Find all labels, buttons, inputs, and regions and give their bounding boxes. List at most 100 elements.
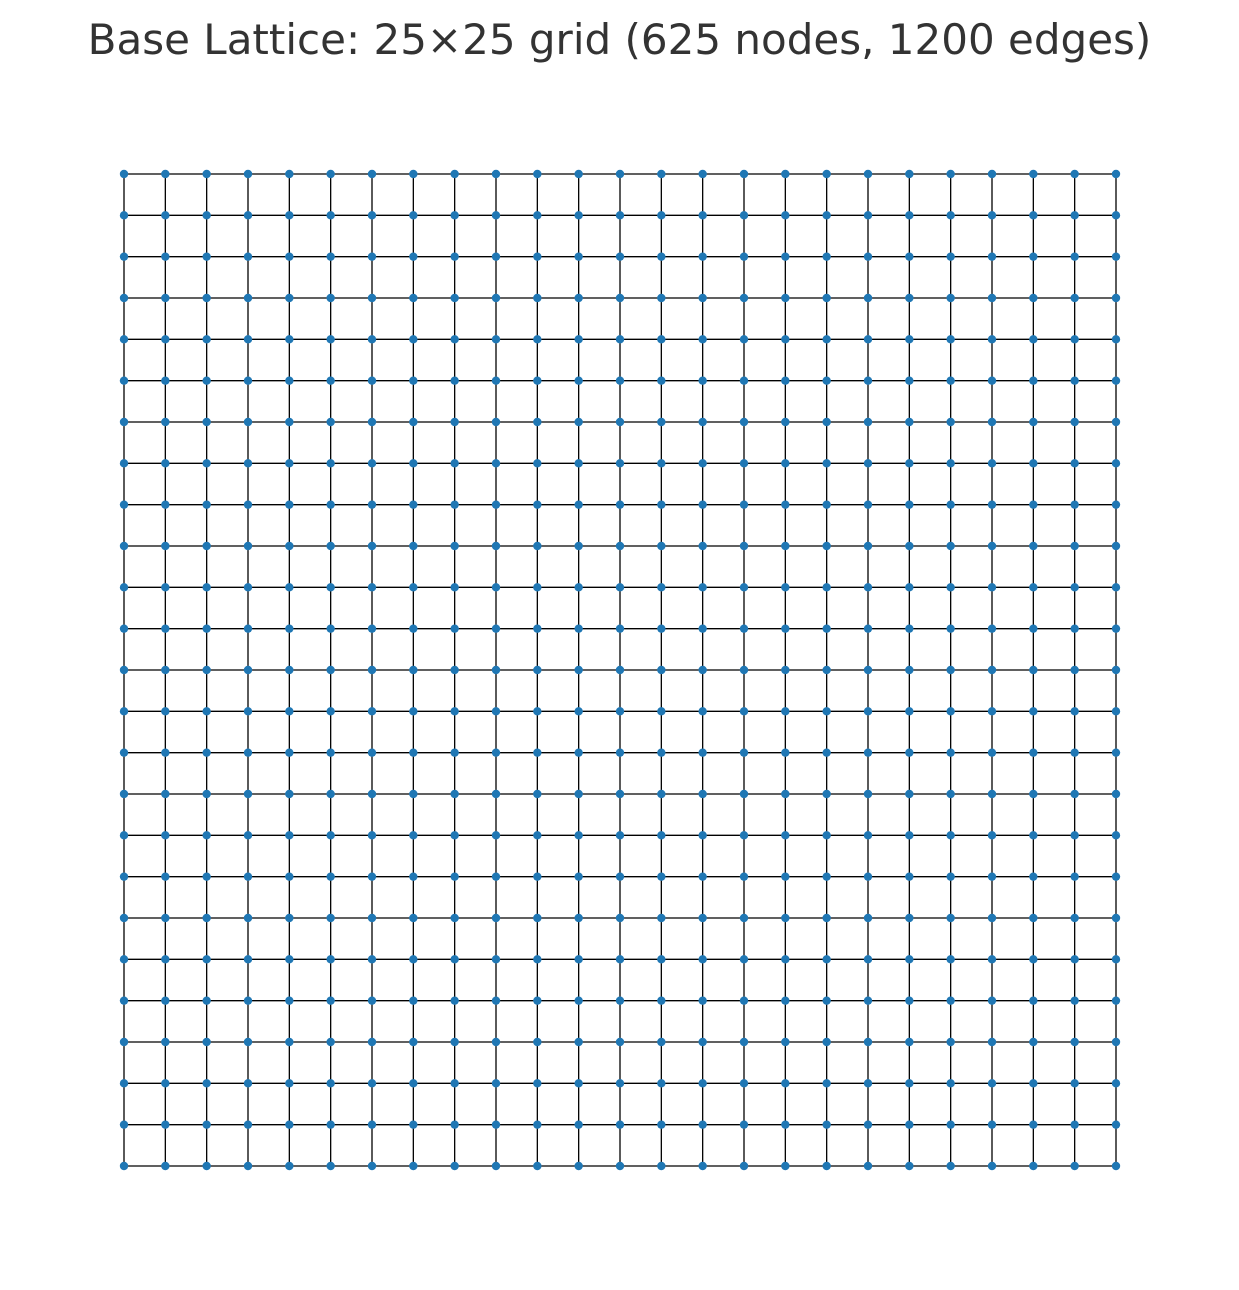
lattice-node bbox=[946, 1037, 955, 1047]
lattice-node bbox=[450, 335, 459, 344]
lattice-node bbox=[781, 872, 790, 881]
lattice-node bbox=[202, 1037, 211, 1047]
lattice-node bbox=[657, 293, 666, 303]
lattice-node bbox=[243, 211, 253, 220]
lattice-node bbox=[987, 996, 997, 1005]
lattice-node bbox=[1111, 913, 1121, 923]
lattice-node bbox=[615, 955, 625, 964]
lattice-node bbox=[1070, 624, 1079, 633]
lattice-node bbox=[905, 624, 914, 633]
lattice-node bbox=[326, 913, 335, 923]
lattice-node bbox=[285, 913, 294, 923]
lattice-node bbox=[161, 252, 170, 261]
lattice-node bbox=[987, 541, 997, 551]
lattice-node bbox=[326, 1079, 335, 1088]
lattice-node bbox=[243, 748, 253, 757]
lattice-node bbox=[946, 1120, 955, 1129]
lattice-node bbox=[698, 252, 707, 261]
lattice-node bbox=[409, 211, 418, 220]
lattice-node bbox=[285, 1120, 294, 1129]
lattice-node bbox=[1070, 417, 1079, 427]
lattice-node bbox=[243, 335, 253, 344]
lattice-node bbox=[863, 707, 873, 716]
lattice-node bbox=[491, 541, 501, 551]
lattice-node bbox=[1029, 748, 1038, 757]
lattice-node bbox=[285, 665, 294, 675]
lattice-node bbox=[822, 459, 831, 468]
lattice-node bbox=[615, 211, 625, 220]
lattice-node bbox=[698, 624, 707, 633]
lattice-node bbox=[409, 707, 418, 716]
lattice-node bbox=[450, 996, 459, 1005]
lattice-node bbox=[326, 541, 335, 551]
lattice-node bbox=[202, 541, 211, 551]
lattice-node bbox=[574, 459, 583, 468]
lattice-node bbox=[863, 872, 873, 881]
lattice-node bbox=[1111, 872, 1121, 881]
lattice-node bbox=[822, 913, 831, 923]
lattice-node bbox=[285, 335, 294, 344]
lattice-node bbox=[326, 996, 335, 1005]
lattice-node bbox=[615, 252, 625, 261]
lattice-node bbox=[574, 335, 583, 344]
lattice-node bbox=[698, 996, 707, 1005]
lattice-node bbox=[781, 1037, 790, 1047]
lattice-node bbox=[946, 996, 955, 1005]
lattice-node bbox=[285, 293, 294, 303]
lattice-node bbox=[946, 789, 955, 799]
lattice-node bbox=[202, 376, 211, 385]
lattice-node bbox=[326, 335, 335, 344]
lattice-node bbox=[367, 1120, 377, 1129]
lattice-node bbox=[450, 872, 459, 881]
lattice-node bbox=[574, 1037, 583, 1047]
lattice-node bbox=[698, 459, 707, 468]
lattice-node bbox=[905, 1161, 914, 1171]
lattice-node bbox=[161, 583, 170, 592]
lattice-node bbox=[202, 211, 211, 220]
lattice-node bbox=[905, 913, 914, 923]
lattice-node bbox=[863, 335, 873, 344]
lattice-node bbox=[863, 913, 873, 923]
lattice-node bbox=[946, 748, 955, 757]
lattice-node bbox=[781, 789, 790, 799]
lattice-node bbox=[491, 1120, 501, 1129]
lattice-node bbox=[243, 1120, 253, 1129]
lattice-node bbox=[946, 913, 955, 923]
lattice-node bbox=[1070, 831, 1079, 840]
lattice-node bbox=[1111, 831, 1121, 840]
lattice-node bbox=[615, 293, 625, 303]
lattice-node bbox=[326, 707, 335, 716]
lattice-node bbox=[119, 955, 129, 964]
lattice-node bbox=[533, 583, 542, 592]
lattice-node bbox=[698, 500, 707, 509]
lattice-node bbox=[409, 541, 418, 551]
lattice-node bbox=[1111, 1161, 1121, 1171]
lattice-node bbox=[822, 417, 831, 427]
lattice-node bbox=[1029, 211, 1038, 220]
lattice-node bbox=[533, 293, 542, 303]
lattice-node bbox=[285, 376, 294, 385]
lattice-node bbox=[863, 293, 873, 303]
lattice-node bbox=[491, 789, 501, 799]
lattice-node bbox=[1070, 748, 1079, 757]
lattice-node bbox=[409, 831, 418, 840]
lattice-node bbox=[781, 211, 790, 220]
lattice-node bbox=[822, 872, 831, 881]
lattice-node bbox=[987, 1161, 997, 1171]
lattice-node bbox=[491, 335, 501, 344]
lattice-node bbox=[119, 500, 129, 509]
lattice-node bbox=[161, 1161, 170, 1171]
lattice-node bbox=[119, 624, 129, 633]
lattice-node bbox=[243, 707, 253, 716]
lattice-node bbox=[946, 417, 955, 427]
lattice-node bbox=[905, 583, 914, 592]
lattice-node bbox=[409, 1120, 418, 1129]
lattice-node bbox=[1111, 707, 1121, 716]
lattice-node bbox=[987, 748, 997, 757]
lattice-node bbox=[698, 211, 707, 220]
lattice-node bbox=[1070, 169, 1079, 179]
lattice-node bbox=[863, 955, 873, 964]
lattice-node bbox=[285, 831, 294, 840]
lattice-node bbox=[698, 583, 707, 592]
lattice-node bbox=[987, 459, 997, 468]
